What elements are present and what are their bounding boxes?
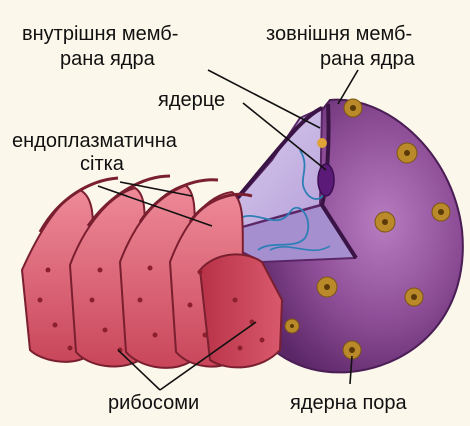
label-outer-membrane-line2: рана ядра: [320, 48, 415, 70]
ribosome: [148, 266, 153, 271]
label-inner-membrane-line1: внутрішня мемб-: [22, 23, 178, 45]
ribosome: [198, 270, 203, 275]
ribosome: [103, 328, 108, 333]
ribosome: [233, 298, 238, 303]
ribosome: [98, 268, 103, 273]
label-nuclear-pore: ядерна пора: [290, 392, 407, 414]
ribosome: [153, 333, 158, 338]
ribosome: [238, 346, 243, 351]
label-outer-membrane-line1: зовнішня мемб-: [266, 23, 412, 45]
ribosome: [260, 338, 265, 343]
label-inner-membrane-line2: рана ядра: [60, 48, 155, 70]
nucleolus-body: [318, 164, 334, 196]
label-ribosomes: рибосоми: [108, 392, 199, 414]
ribosome: [203, 333, 208, 338]
label-er-line2: сітка: [80, 153, 124, 175]
membrane-spot: [317, 138, 327, 148]
ribosome: [38, 298, 43, 303]
label-nucleolus: ядерце: [158, 89, 225, 111]
label-er-line1: ендоплазматична: [12, 130, 177, 152]
ribosome: [68, 346, 73, 351]
ribosome: [53, 323, 58, 328]
ribosome: [90, 298, 95, 303]
ribosome: [138, 298, 143, 303]
ribosome: [188, 303, 193, 308]
ribosome: [46, 268, 51, 273]
